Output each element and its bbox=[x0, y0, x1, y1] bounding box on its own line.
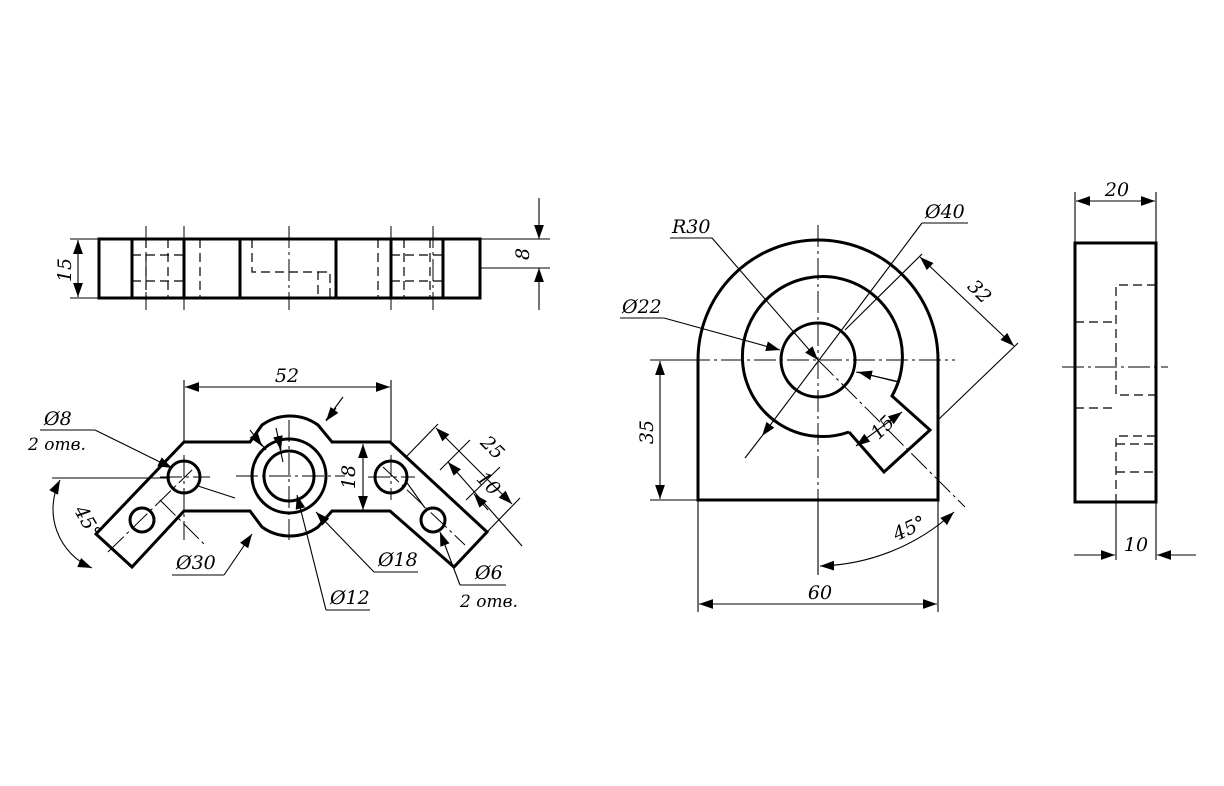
part2-angle-label: 45° bbox=[889, 511, 930, 546]
part2-base-height-label: 35 bbox=[636, 420, 658, 444]
part1-hole-left-label: Ø8 bbox=[43, 408, 72, 430]
part1-top-view: 52 Ø8 2 отв. 45° Ø30 Ø12 Ø18 18 bbox=[27, 365, 523, 612]
part2-slot-width-label: 15 bbox=[866, 411, 899, 444]
part2-radius-label: R30 bbox=[671, 216, 710, 238]
part1-arm-label: 25 bbox=[475, 431, 508, 464]
part2-side-step-label: 10 bbox=[1124, 534, 1148, 556]
part1-slot-label: 18 bbox=[338, 465, 360, 489]
part1-hole-right-label: Ø6 bbox=[474, 562, 503, 584]
part1-bore-label: Ø12 bbox=[329, 587, 370, 609]
part2-side-view: 20 10 bbox=[1062, 179, 1196, 560]
part2-slot-length-label: 32 bbox=[963, 275, 996, 308]
part1-front-view: 15 8 bbox=[54, 198, 550, 310]
part2-width-label: 60 bbox=[808, 582, 832, 604]
part2-outer-circle-label: Ø40 bbox=[924, 201, 965, 223]
part1-hole-right-count: 2 отв. bbox=[459, 592, 518, 612]
part1-height-label: 15 bbox=[54, 258, 76, 282]
part1-thickness-label: 8 bbox=[512, 248, 534, 260]
part1-hole-left-count: 2 отв. bbox=[27, 435, 86, 455]
part1-width-label: 52 bbox=[275, 365, 299, 387]
part2-side-width-label: 20 bbox=[1104, 179, 1129, 201]
part2-inner-circle-label: Ø22 bbox=[621, 296, 662, 318]
part2-front-view: R30 Ø40 Ø22 32 15 35 45° 60 bbox=[620, 201, 1019, 612]
part1-boss-outer-label: Ø30 bbox=[175, 552, 216, 574]
part1-boss-inner-label: Ø18 bbox=[377, 549, 418, 571]
